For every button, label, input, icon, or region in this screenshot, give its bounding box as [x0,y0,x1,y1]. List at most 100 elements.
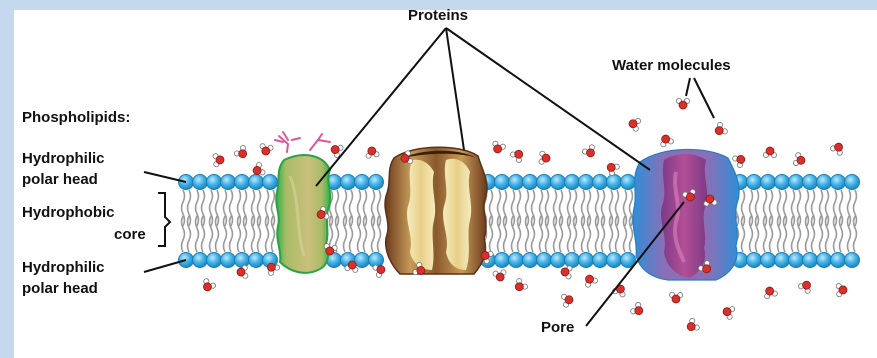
polar-head [221,253,236,268]
water-molecule [829,140,846,156]
label-hydrophobic-line2: core [114,226,146,243]
water-molecule [684,317,700,334]
polar-head [551,253,566,268]
polar-head [207,253,222,268]
label-hydrophobic-line1: Hydrophobic [22,204,115,221]
label-phospholipids: Phospholipids: [22,109,130,126]
label-hydrophilic-top-line2: polar head [22,171,98,188]
water-molecule [658,133,674,148]
label-water-molecules: Water molecules [612,57,731,74]
water-molecule [763,147,776,158]
water-molecule [732,152,748,169]
polar-head [235,253,250,268]
polar-head [207,175,222,190]
polar-head [831,253,846,268]
polar-head [747,175,762,190]
water-molecule [200,278,217,294]
polar-head [355,175,370,190]
polar-head [845,175,860,190]
hydrophobic-bracket [158,193,170,246]
polar-head [551,175,566,190]
polar-head [761,253,776,268]
water-molecule [493,269,508,282]
water-molecule [561,292,574,307]
polar-head [607,175,622,190]
proteins-leader-to-channel [446,28,464,150]
label-hydrophilic-bottom-line1: Hydrophilic [22,259,105,276]
label-proteins: Proteins [408,7,468,24]
polar-head [249,253,264,268]
polar-head [249,175,264,190]
polar-head [523,175,538,190]
water-molecule [669,292,683,303]
water-molecule [712,121,728,138]
polar-head [607,253,622,268]
water-molecule [539,151,551,165]
water-molecule [581,144,598,160]
polar-head [221,175,236,190]
polar-head [193,175,208,190]
labels: Proteins Water molecules Phospholipids: … [22,7,731,336]
water-molecule [797,278,814,294]
hydrophilic-bottom-leader [144,260,186,272]
polar-head [775,253,790,268]
polar-head [565,175,580,190]
polar-head [747,253,762,268]
water-leader-right [694,78,714,118]
polar-head [341,175,356,190]
channel-protein [385,147,487,274]
polar-head [495,175,510,190]
water-molecule [233,144,250,161]
polar-head [523,253,538,268]
polar-head [509,175,524,190]
polar-head [761,175,776,190]
water-molecule [213,153,225,167]
water-molecule [604,160,620,177]
water-molecule [365,146,380,159]
polar-head [263,175,278,190]
polar-head [355,253,370,268]
label-hydrophilic-bottom-line2: polar head [22,280,98,297]
carbohydrate-chains [275,132,330,152]
water-molecule [629,301,646,318]
water-molecule [676,98,689,109]
polar-head [831,175,846,190]
water-molecule [721,304,735,320]
polar-head [789,253,804,268]
polar-head [537,175,552,190]
polar-head [621,175,636,190]
water-molecule [793,152,807,168]
polar-head [537,253,552,268]
polar-head [789,175,804,190]
water-molecule [512,277,529,294]
water-molecule [259,143,274,156]
proteins-leader-to-pore-protein [446,28,650,170]
polar-head [803,175,818,190]
polar-head [593,175,608,190]
polar-head [579,175,594,190]
water-leader-left [686,78,690,96]
polar-head [565,253,580,268]
water-molecule [627,116,641,132]
polar-head [775,175,790,190]
polar-head [579,253,594,268]
hydrophilic-top-leader [144,172,186,182]
water-molecule [582,272,599,288]
polar-head [817,253,832,268]
polar-head [235,175,250,190]
water-molecule [762,285,778,299]
water-molecule [490,140,506,155]
polar-head [369,175,384,190]
polar-head [803,253,818,268]
water-molecule [509,147,526,164]
polar-head [193,253,208,268]
polar-head [817,175,832,190]
polar-head [845,253,860,268]
label-pore: Pore [541,319,574,336]
polar-head [509,253,524,268]
water-molecule [560,265,572,279]
water-molecule [237,265,248,279]
polar-head [495,253,510,268]
